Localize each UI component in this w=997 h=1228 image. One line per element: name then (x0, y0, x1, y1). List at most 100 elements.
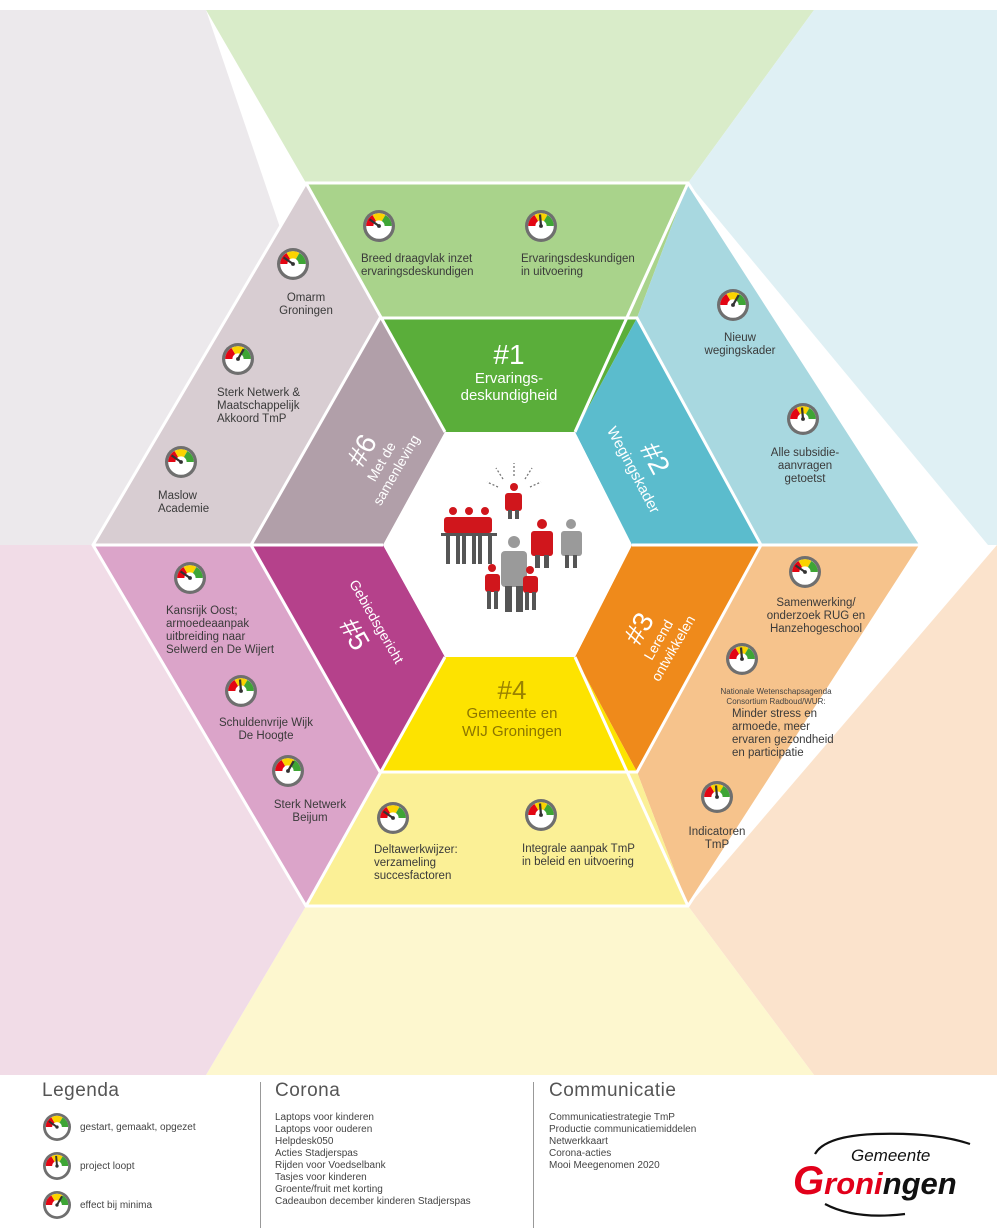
list-item: Corona-acties (549, 1148, 612, 1159)
list-item: Netwerkkaart (549, 1136, 608, 1147)
gauge-effect-icon (43, 1191, 71, 1219)
project-p9-label: succesfactoren (374, 870, 451, 882)
band-blue (637, 183, 921, 545)
project-p6-small-label: Nationale Wetenschapsagenda (720, 687, 832, 696)
project-p2-label: Ervaringsdeskundigen (521, 253, 635, 265)
project-p13-label: Maslow (158, 490, 198, 502)
gauge-started-icon (43, 1113, 71, 1141)
legend-item-label: gestart, gemaakt, opgezet (80, 1121, 196, 1133)
project-p5-label: Samenwerking/ (776, 597, 856, 609)
list-item: Mooi Meegenomen 2020 (549, 1160, 660, 1171)
region-outer-magenta (0, 545, 306, 1075)
project-p12-label: uitbreiding naar (166, 631, 245, 643)
project-p6-small-label: Consortium Radboud/WUR: (726, 697, 825, 706)
divider (260, 1082, 261, 1228)
list-item: Acties Stadjerspas (275, 1148, 358, 1159)
logo-swoosh-bottom (824, 1203, 906, 1217)
project-p7-label: TmP (705, 839, 730, 851)
theme-1-shape (380, 318, 637, 432)
corona-title: Corona (275, 1080, 341, 1101)
gauge-loopt-icon (525, 799, 557, 831)
project-p13-label: Academie (158, 503, 209, 515)
gauge-loopt-icon (726, 643, 758, 675)
project-p5-label: Hanzehogeschool (770, 623, 862, 635)
project-p2-label: in uitvoering (521, 266, 583, 278)
logo-word-end: ngen (883, 1166, 957, 1201)
theme-1-label-line2: deskundigheid (461, 387, 558, 404)
project-p3-label: wegingskader (704, 345, 776, 357)
project-p5-label: onderzoek RUG en (767, 610, 865, 622)
logo-text-line1: Gemeente (851, 1146, 930, 1165)
gauge-running-icon (43, 1152, 71, 1180)
region-outer-orange (688, 545, 997, 1075)
region-outer-blue (688, 10, 997, 545)
theme-4-number: #4 (498, 675, 527, 705)
project-p12-label: Selwerd en De Wijert (166, 644, 275, 656)
list-item: Tasjes voor kinderen (275, 1172, 367, 1183)
project-p3-label: Nieuw (724, 332, 757, 344)
project-p10-label: Beijum (292, 812, 327, 824)
list-item: Productie communicatiemiddelen (549, 1124, 697, 1135)
gauge-gestart-icon (377, 802, 409, 834)
divider (533, 1082, 534, 1228)
legend-item-label: effect bij minima (80, 1199, 153, 1211)
project-p6-label: armoede, meer (732, 721, 810, 733)
project-p14-label: Maatschappelijk (217, 400, 300, 412)
theme-6-shape (251, 318, 445, 545)
gauge-gestart-icon (165, 446, 197, 478)
legend-item: gestart, gemaakt, opgezet (42, 1112, 257, 1142)
legend: Legenda gestart, gemaakt, opgezet projec… (42, 1080, 257, 1228)
gauge-effect-icon (272, 755, 304, 787)
band-orange (637, 545, 921, 906)
projects-layer: Breed draagvlak inzetervaringsdeskundige… (158, 210, 865, 882)
theme-4-shape (380, 657, 637, 772)
project-p1-label: ervaringsdeskundigen (361, 266, 474, 278)
project-p1-label: Breed draagvlak inzet (361, 253, 473, 265)
theme-3-shape (575, 545, 761, 772)
project-p4-label: getoetst (785, 473, 827, 485)
project-p12-label: Kansrijk Oost; (166, 605, 238, 617)
gauge-effect-icon (717, 289, 749, 321)
theme-1-label-line1: Ervarings- (475, 370, 543, 387)
project-p8-label: in beleid en uitvoering (522, 856, 634, 868)
communicatie-section: Communicatie Communicatiestrategie TmP P… (549, 1080, 759, 1228)
corona-list: Laptops voor kinderen Laptops voor ouder… (275, 1112, 525, 1208)
legend-title: Legenda (42, 1080, 120, 1101)
communicatie-list: Communicatiestrategie TmP Productie comm… (549, 1112, 759, 1172)
theme-4-label-line1: Gemeente en (467, 705, 558, 722)
project-p4-label: aanvragen (778, 460, 832, 472)
project-p9-label: verzameling (374, 857, 436, 869)
project-p11-label: Schuldenvrije Wijk (219, 717, 313, 729)
project-p12-label: armoedeaanpak (166, 618, 249, 630)
gauge-gestart-icon (43, 1113, 71, 1141)
project-p9-label: Deltawerkwijzer: (374, 844, 458, 856)
project-p15-label: Groningen (279, 305, 333, 317)
project-p15-label: Omarm (287, 292, 325, 304)
gauge-loopt-icon (225, 675, 257, 707)
gauge-loopt-icon (701, 781, 733, 813)
list-item: Cadeaubon december kinderen Stadjerspas (275, 1196, 471, 1207)
gauge-loopt-icon (525, 210, 557, 242)
hexagon-diagram: #1 Ervarings- deskundigheid #2 Wegingska… (0, 10, 997, 1075)
project-p6-label: ervaren gezondheid (732, 734, 834, 746)
gauge-gestart-icon (277, 248, 309, 280)
legend-item: effect bij minima (42, 1190, 257, 1220)
project-p14-label: Akkoord TmP (217, 413, 287, 425)
theme-2-shape (575, 318, 761, 545)
logo-text-line2: Groningen (793, 1159, 957, 1203)
gauge-gestart-icon (363, 210, 395, 242)
region-outer-yellow (206, 906, 814, 1075)
project-p8-label: Integrale aanpak TmP (522, 843, 635, 855)
logo-g-letter: G (793, 1159, 824, 1203)
theme-1-number: #1 (493, 339, 524, 370)
project-p14-label: Sterk Netwerk & (217, 387, 300, 399)
gauge-loopt-icon (787, 403, 819, 435)
project-p6-label: Minder stress en (732, 708, 817, 720)
list-item: Helpdesk050 (275, 1136, 334, 1147)
gemeente-groningen-logo: Gemeente Groningen (793, 1132, 971, 1217)
center-hexagon (383, 432, 632, 657)
band-magenta (93, 545, 380, 906)
logo-word-rest: roni (824, 1166, 884, 1201)
gauge-effect-icon (43, 1191, 71, 1219)
gauge-effect-icon (222, 343, 254, 375)
